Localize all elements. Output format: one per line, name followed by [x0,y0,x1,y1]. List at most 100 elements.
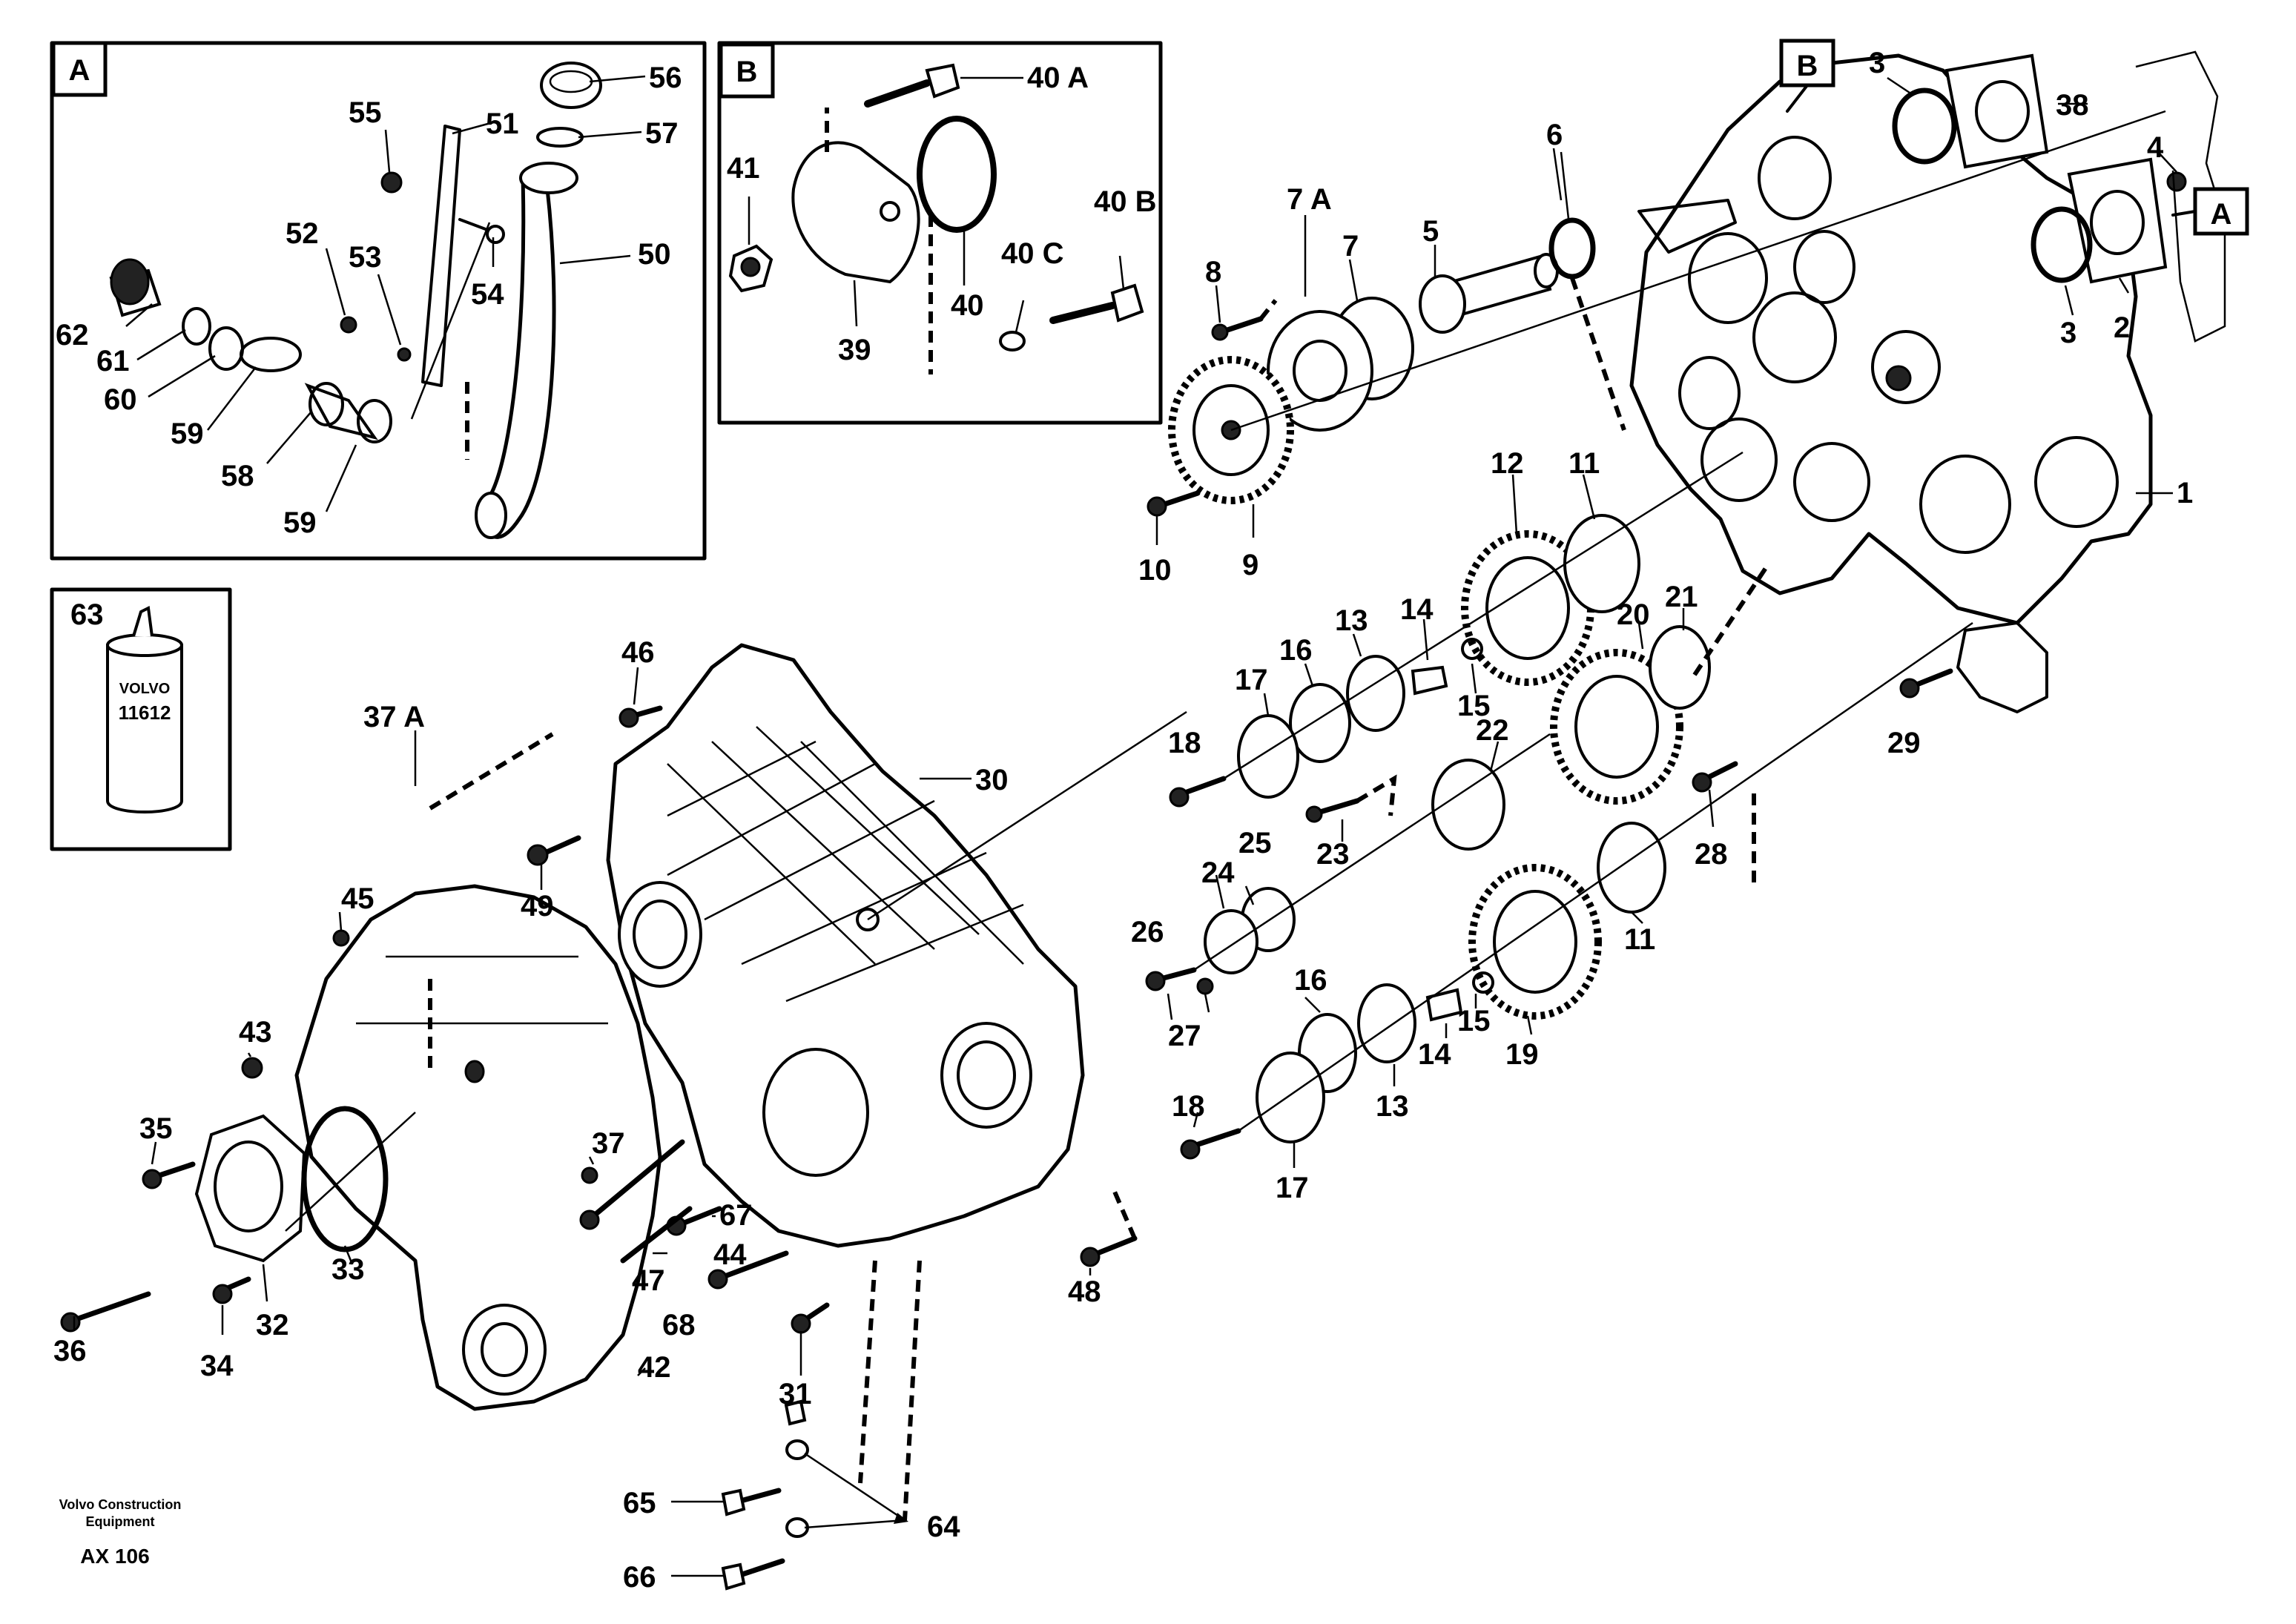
callout-58: 58 [221,460,254,492]
callout-52: 52 [286,217,319,250]
callout-46: 46 [621,636,655,669]
callout-4: 4 [2147,131,2164,164]
filler-tube [480,168,556,539]
front-cover: 42 45 43 35 33 32 34 36 37 67 47 44 68 [53,882,753,1411]
callout-37: 37 [592,1127,625,1160]
callout-36: 36 [53,1335,87,1367]
callout-7a: 7 A [1287,183,1332,216]
seal-ring [917,116,997,233]
sealant-box: VOLVO 11612 63 [50,587,232,851]
bottle-code: 11612 [119,702,171,724]
detail-a-marker: A [2211,198,2232,231]
callout-24: 24 [1201,856,1235,889]
callout-53: 53 [349,241,382,274]
callout-9: 9 [1242,549,1258,581]
callout-56: 56 [649,62,682,94]
callout-57: 57 [645,117,679,150]
callout-37a: 37 A [363,701,425,733]
callout-28: 28 [1695,838,1728,871]
callout-40c: 40 C [1001,237,1064,270]
idler-gear-groups: 12 11 14 13 16 17 15 18 20 21 22 23 28 2… [1131,447,1973,1204]
callout-59-lower: 59 [283,506,317,539]
callout-45: 45 [341,882,375,915]
callout-31: 31 [779,1378,812,1410]
callout-67: 67 [719,1199,753,1232]
callout-3-lower: 3 [2060,317,2076,349]
callout-34: 34 [200,1350,234,1382]
callout-54: 54 [471,278,504,311]
callout-48: 48 [1068,1275,1101,1308]
callout-40b: 40 B [1094,185,1157,218]
callout-11-upper: 11 [1568,447,1600,480]
callout-16-lower: 16 [1294,964,1327,997]
callout-15-lower: 15 [1457,1005,1491,1037]
cap-seal [536,127,584,148]
callout-40: 40 [951,289,984,322]
cover [791,141,920,284]
callout-61: 61 [96,345,130,377]
cover-plate [2067,157,2168,284]
timing-cover: 30 46 37 A 49 48 31 [363,636,1187,1521]
callout-68: 68 [662,1309,696,1341]
callout-26: 26 [1131,916,1164,948]
callout-33: 33 [331,1253,365,1286]
seal-cover [194,1114,306,1263]
bracket [421,125,461,387]
callout-42: 42 [638,1351,671,1384]
detail-a-tag: A [69,54,90,87]
callout-7: 7 [1342,230,1359,263]
callout-2: 2 [2114,311,2130,344]
publisher-footer: Volvo Construction Equipment AX 106 [59,1497,182,1568]
camshaft-gear-group: 6 7 A 7 5 8 10 9 [1138,110,2166,587]
callout-63: 63 [70,598,104,631]
callout-64: 64 [927,1511,960,1543]
bottle-brand: VOLVO [119,681,171,697]
callout-13-upper: 13 [1335,604,1368,637]
callout-10: 10 [1138,554,1172,587]
callout-15-upper: 15 [1457,690,1491,722]
callout-8: 8 [1205,256,1221,288]
callout-17-upper: 17 [1235,664,1268,696]
callout-22: 22 [1476,714,1509,747]
callout-35: 35 [139,1112,173,1145]
callout-1: 1 [2177,477,2193,509]
detail-b-tag: B [736,56,758,88]
callout-40a: 40 A [1027,62,1089,94]
publisher-line-1: Volvo Construction [59,1497,182,1512]
callout-16-upper: 16 [1279,634,1313,667]
callout-25: 25 [1238,827,1272,859]
callout-51: 51 [486,108,519,140]
callout-27: 27 [1168,1020,1201,1052]
callout-29: 29 [1887,727,1921,759]
callout-23: 23 [1316,838,1350,871]
callout-66: 66 [623,1561,656,1594]
detail-b-marker: B [1797,50,1818,82]
callout-30: 30 [975,764,1009,796]
seal-ring-large [301,1106,389,1252]
callout-11-lower: 11 [1624,923,1655,956]
publisher-line-2: Equipment [86,1514,155,1529]
callout-44: 44 [713,1238,747,1271]
callout-12: 12 [1491,447,1524,480]
filler-cap [540,62,602,109]
callout-6: 6 [1546,119,1563,151]
callout-43: 43 [239,1016,272,1049]
callout-14-upper: 14 [1400,593,1434,626]
callout-47: 47 [632,1264,665,1297]
callout-14-lower: 14 [1418,1038,1451,1071]
callout-41: 41 [727,152,760,185]
callout-39: 39 [838,334,871,366]
callout-62: 62 [56,319,89,351]
timing-gear-housing: B A 1 2 3 3 4 38 [1552,39,2249,713]
callout-18-lower: 18 [1172,1090,1205,1123]
callout-19: 19 [1505,1038,1539,1071]
bottom-fasteners: 65 66 64 [623,1439,960,1594]
sealant-bottle [106,644,183,813]
callout-13-lower: 13 [1376,1090,1409,1123]
callout-5: 5 [1422,215,1439,248]
callout-38: 38 [2056,89,2089,122]
callout-65: 65 [623,1487,656,1519]
callout-20: 20 [1617,598,1650,631]
figure-code: AX 106 [80,1545,149,1568]
